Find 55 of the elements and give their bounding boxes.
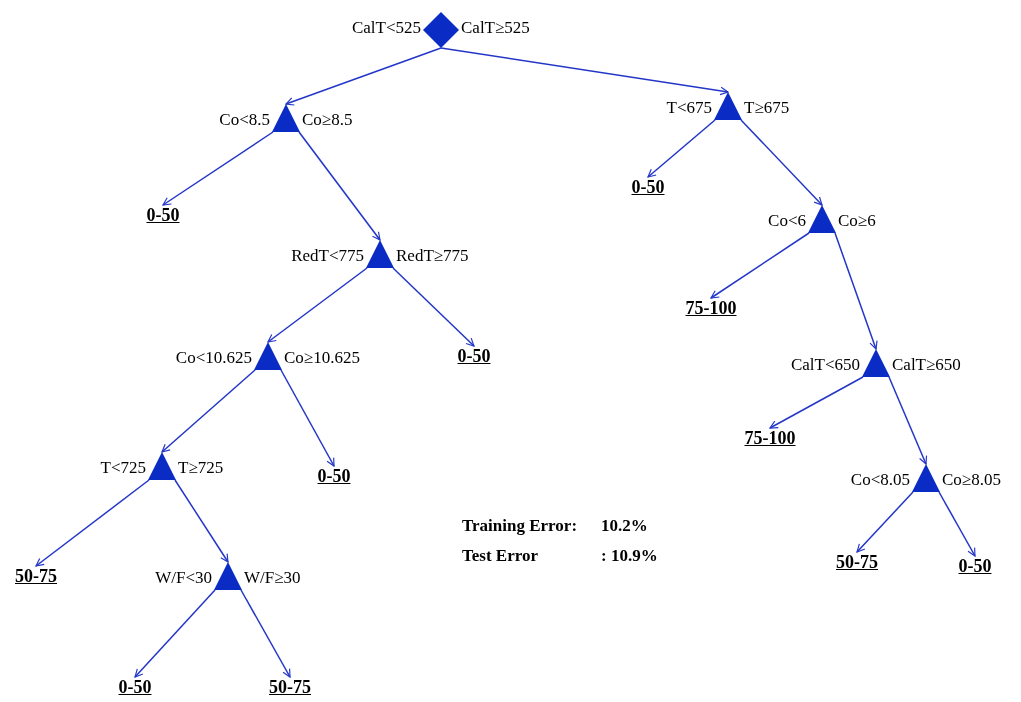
split-condition: CalT≥650 xyxy=(892,355,961,375)
split-condition: Co≥6 xyxy=(838,211,876,231)
arrow xyxy=(856,491,914,553)
leaf-label: 0-50 xyxy=(457,346,491,366)
leaf-label: 0-50 xyxy=(631,177,665,197)
arrow xyxy=(161,369,256,453)
arrow xyxy=(647,119,716,178)
leaf-label: 50-75 xyxy=(15,566,57,586)
split-condition: T≥725 xyxy=(178,458,224,478)
leaf-label: 50-75 xyxy=(836,552,878,572)
leaf-label: 0-50 xyxy=(317,466,351,486)
arrow xyxy=(834,232,878,350)
split-condition: RedT≥775 xyxy=(396,246,469,266)
split-condition: RedT<775 xyxy=(291,246,364,266)
arrow xyxy=(740,119,823,206)
split-condition: T<675 xyxy=(666,98,712,118)
arrow xyxy=(162,131,274,206)
arrow xyxy=(888,376,928,465)
arrow xyxy=(174,479,229,563)
metric-value: : 10.9% xyxy=(601,546,658,566)
split-condition: CalT≥525 xyxy=(461,18,530,38)
split-condition: CalT<650 xyxy=(790,355,860,375)
arrow xyxy=(769,376,864,429)
arrow xyxy=(35,479,150,567)
split-condition: CalT<525 xyxy=(351,18,421,38)
split-condition: W/F<30 xyxy=(155,568,212,588)
split-condition: Co<8.5 xyxy=(219,110,270,130)
arrow xyxy=(280,369,335,467)
leaf-label: 0-50 xyxy=(118,677,152,697)
leaf-label: 75-100 xyxy=(685,298,737,318)
arrow xyxy=(240,589,291,678)
split-condition: Co≥8.5 xyxy=(302,110,353,130)
split-condition: T≥675 xyxy=(744,98,790,118)
metric-value: 10.2% xyxy=(601,516,648,536)
arrow xyxy=(285,47,442,106)
leaf-label: 75-100 xyxy=(744,428,796,448)
split-condition: Co≥10.625 xyxy=(284,348,360,368)
split-condition: Co<6 xyxy=(768,211,806,231)
split-condition: T<725 xyxy=(100,458,146,478)
arrow xyxy=(938,491,976,557)
metric-name: Test Error xyxy=(462,546,539,566)
leaf-label: 50-75 xyxy=(269,677,311,697)
arrow xyxy=(267,267,368,343)
metric-name: Training Error: xyxy=(462,516,578,536)
leaf-label: 0-50 xyxy=(146,205,180,225)
arrow xyxy=(298,131,381,241)
split-condition: Co<8.05 xyxy=(850,470,910,490)
arrow xyxy=(710,232,810,299)
arrow xyxy=(440,47,729,96)
split-condition: Co≥8.05 xyxy=(942,470,1001,490)
split-condition: W/F≥30 xyxy=(244,568,301,588)
arrow xyxy=(392,267,475,347)
arrow xyxy=(134,589,216,678)
split-condition: Co<10.625 xyxy=(175,348,252,368)
leaf-label: 0-50 xyxy=(958,556,992,576)
